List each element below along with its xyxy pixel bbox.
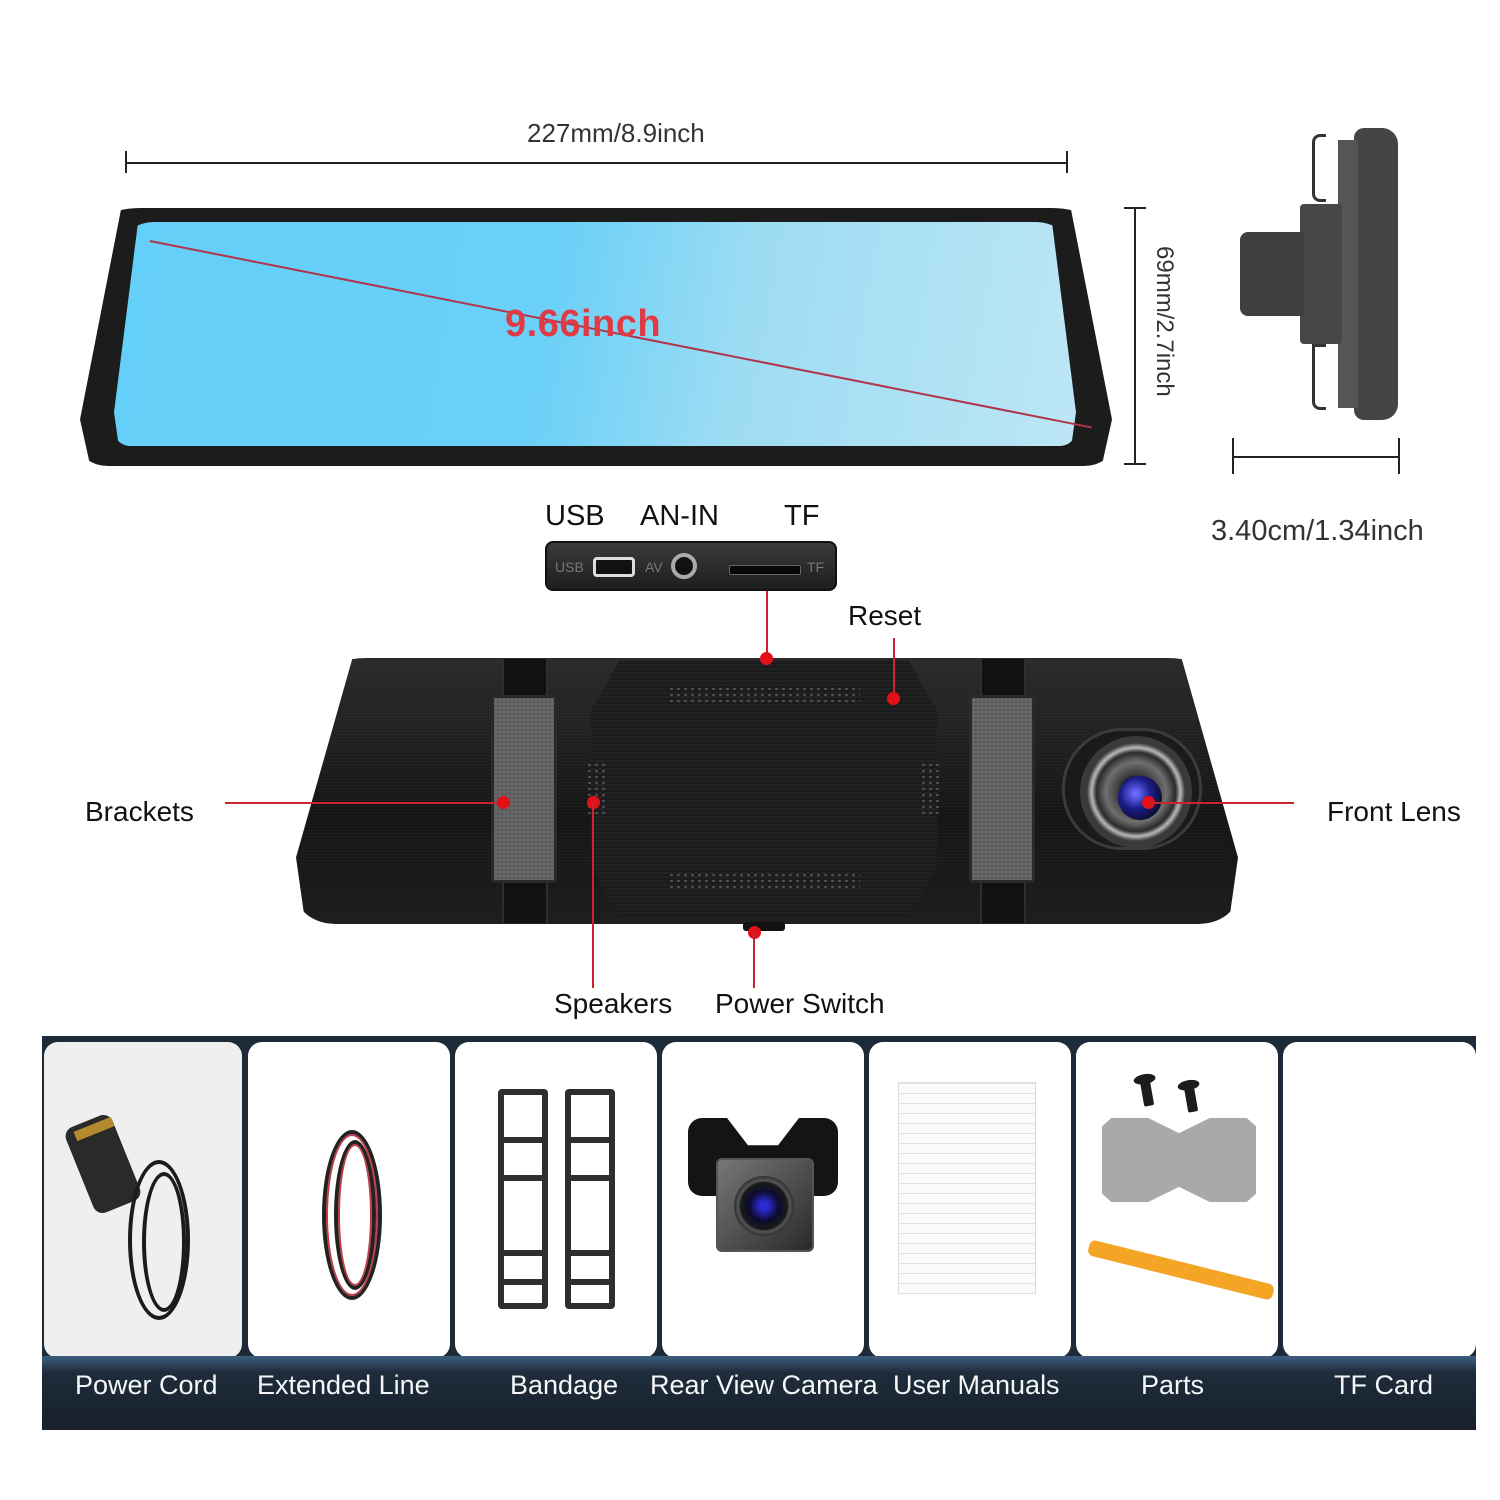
depth-tick-right bbox=[1398, 438, 1400, 474]
accessory-label: User Manuals bbox=[893, 1370, 1060, 1400]
ports-callout-dot bbox=[760, 652, 773, 665]
tf-slot-label: TF bbox=[784, 500, 820, 532]
height-dimension-label: 69mm/2.7inch bbox=[1151, 246, 1178, 397]
height-tick-top bbox=[1124, 207, 1146, 209]
accessory-label: Rear View Camera bbox=[650, 1370, 878, 1400]
power-cord-coil bbox=[128, 1160, 190, 1320]
av-jack-icon bbox=[671, 553, 697, 579]
bracket-pad-left bbox=[491, 695, 557, 883]
usb-port-icon bbox=[593, 557, 635, 577]
power-switch-button bbox=[743, 922, 785, 931]
extended-line-coil bbox=[322, 1130, 382, 1300]
side-lens-barrel bbox=[1240, 232, 1304, 316]
height-dimension-line bbox=[1134, 208, 1136, 464]
usb-engraving: USB bbox=[555, 559, 584, 575]
side-mount-base bbox=[1300, 204, 1342, 344]
brackets-callout-dot bbox=[497, 796, 510, 809]
bottom-vent-grille bbox=[668, 872, 860, 888]
side-clip-bottom bbox=[1312, 344, 1326, 410]
reset-label: Reset bbox=[848, 600, 922, 631]
power-switch-callout-line bbox=[753, 932, 755, 988]
height-tick-bottom bbox=[1124, 463, 1146, 465]
mirror-screen bbox=[114, 222, 1076, 446]
reset-callout-dot bbox=[887, 692, 900, 705]
tf-slot-icon bbox=[729, 565, 801, 575]
accessory-label: Bandage bbox=[510, 1370, 619, 1400]
accessory-label: Power Cord bbox=[75, 1370, 218, 1400]
speaker-grille-right bbox=[920, 762, 942, 818]
ports-callout-line bbox=[766, 591, 768, 657]
bracket-pad-right bbox=[969, 695, 1035, 883]
extended-line-coil-inner bbox=[334, 1140, 376, 1290]
depth-dimension-line bbox=[1233, 456, 1399, 458]
accessory-label: Extended Line bbox=[257, 1370, 430, 1400]
tf-engraving: TF bbox=[807, 559, 825, 575]
width-tick-right bbox=[1066, 151, 1068, 173]
bandage-strip-right bbox=[565, 1089, 615, 1309]
front-lens-callout-line bbox=[1150, 802, 1294, 804]
screen-diagonal-label: 9.66inch bbox=[505, 303, 662, 345]
depth-dimension-label: 3.40cm/1.34inch bbox=[1211, 515, 1424, 547]
side-mirror-back bbox=[1338, 140, 1358, 408]
power-cord-coil-inner bbox=[142, 1172, 186, 1312]
brackets-label: Brackets bbox=[85, 796, 194, 827]
reset-callout-line bbox=[893, 638, 895, 694]
av-engraving: AV bbox=[645, 559, 663, 575]
av-in-port-label: AN-IN bbox=[640, 500, 719, 532]
side-clip-top bbox=[1312, 134, 1326, 202]
accessory-card-tf-card bbox=[1283, 1042, 1476, 1358]
front-lens-label: Front Lens bbox=[1327, 796, 1461, 827]
power-switch-label: Power Switch bbox=[715, 988, 885, 1019]
speakers-label: Speakers bbox=[554, 988, 673, 1019]
width-tick-left bbox=[125, 151, 127, 173]
accessory-label: Parts bbox=[1141, 1370, 1205, 1400]
front-lens-icon bbox=[1118, 776, 1162, 820]
top-vent-grille bbox=[668, 686, 860, 702]
front-lens-callout-dot bbox=[1142, 796, 1155, 809]
bandage-strip-left bbox=[498, 1089, 548, 1309]
accessory-label: TF Card bbox=[1334, 1370, 1434, 1400]
brackets-callout-line bbox=[225, 802, 505, 804]
width-dimension-line bbox=[126, 162, 1068, 164]
side-mirror-edge bbox=[1354, 128, 1398, 420]
depth-tick-left bbox=[1232, 438, 1234, 474]
ports-strip: USB AV TF bbox=[545, 541, 837, 591]
width-dimension-label: 227mm/8.9inch bbox=[527, 118, 705, 148]
speakers-callout-line bbox=[592, 802, 594, 988]
user-manual-icon bbox=[898, 1082, 1036, 1294]
accessory-card-bandage bbox=[455, 1042, 657, 1358]
speaker-grille-left bbox=[586, 762, 608, 818]
accessory-labels-bar bbox=[42, 1356, 1476, 1430]
usb-port-label: USB bbox=[545, 500, 605, 532]
rear-camera-lens bbox=[734, 1176, 794, 1236]
